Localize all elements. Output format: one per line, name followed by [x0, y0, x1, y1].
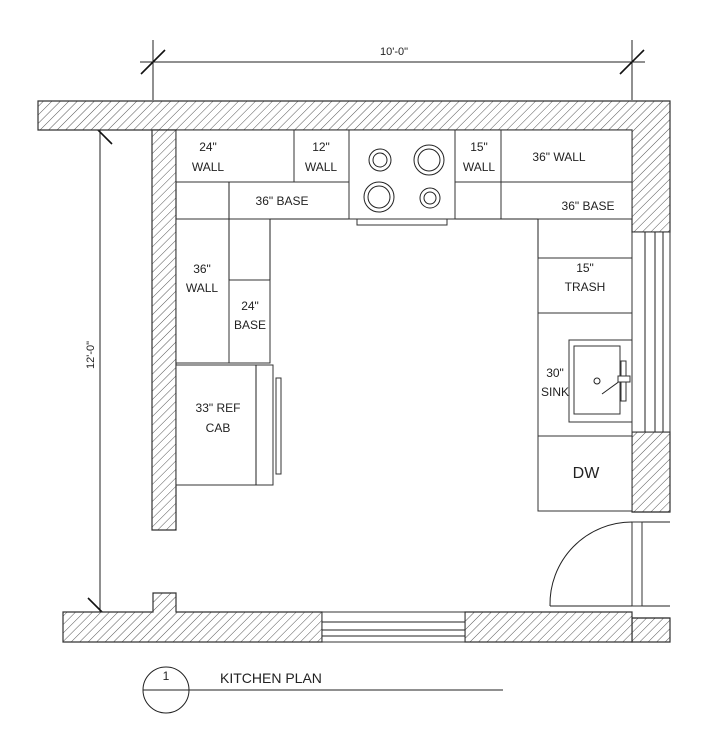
detail-number: 1	[163, 669, 170, 683]
base-24-size: 24"	[241, 299, 259, 313]
bottom-wall-left	[62, 592, 323, 643]
wall-12-size: 12"	[312, 140, 330, 154]
door	[549, 511, 670, 619]
walls	[37, 100, 671, 643]
width-dimension: 10'-0"	[140, 40, 645, 100]
base-cabinet-36-right	[500, 181, 633, 220]
wall-36-left-type: WALL	[186, 281, 219, 295]
right-wall-lower	[631, 431, 671, 513]
wall-cabinet-24	[175, 129, 295, 183]
wall-15-size: 15"	[470, 140, 488, 154]
wall-cabinet-12	[293, 129, 350, 183]
sink-30-type: SINK	[541, 385, 569, 399]
right-wall-bottom	[631, 617, 671, 643]
cooktop	[348, 129, 456, 226]
bottom-window	[321, 611, 466, 643]
trash-15-type: TRASH	[565, 280, 606, 294]
wall-15-type: WALL	[463, 160, 496, 174]
base-24-type: BASE	[234, 318, 266, 332]
sink-30-size: 30"	[546, 366, 564, 380]
base-cabinet-36-left	[228, 181, 350, 220]
burner-icon	[363, 144, 445, 213]
cabinet-labels: 24" WALL 12" WALL 15" WALL 36" WALL 36" …	[186, 140, 615, 482]
refrigerator-cabinet	[175, 364, 274, 486]
refrigerator-handle	[275, 377, 282, 475]
dishwasher	[537, 435, 633, 512]
wall-12-type: WALL	[305, 160, 338, 174]
left-wall	[151, 129, 177, 531]
wall-cabinet-15	[454, 129, 502, 183]
dishwasher-label: DW	[573, 465, 601, 482]
ref-cab-size: 33" REF	[196, 401, 241, 415]
sink-icon	[568, 339, 633, 423]
drawing-title: KITCHEN PLAN	[220, 670, 322, 686]
left-cabinet-run	[175, 182, 282, 486]
title-block: 1 KITCHEN PLAN	[142, 666, 503, 714]
base-36-right-label: 36" BASE	[562, 199, 615, 213]
wall-36-left-size: 36"	[193, 262, 211, 276]
trash-cabinet-15	[537, 257, 633, 314]
width-dimension-label: 10'-0"	[380, 46, 408, 58]
length-dimension: 12'-0"	[85, 119, 113, 623]
top-cabinet-run	[175, 129, 633, 220]
wall-36-top-label: 36" WALL	[532, 150, 586, 164]
wall-24-size: 24"	[199, 140, 217, 154]
right-window	[631, 231, 671, 433]
bottom-wall-right	[464, 611, 633, 643]
wall-24-type: WALL	[192, 160, 225, 174]
length-dimension-label: 12'-0"	[85, 341, 97, 369]
base-cabinet-24	[228, 279, 271, 364]
right-cabinet-run	[537, 219, 633, 512]
wall-cabinet-36-left	[175, 218, 230, 364]
base-36-left-label: 36" BASE	[256, 194, 309, 208]
trash-15-size: 15"	[576, 261, 594, 275]
wall-cabinet-36-top	[500, 129, 633, 183]
ref-cab-type: CAB	[206, 421, 231, 435]
